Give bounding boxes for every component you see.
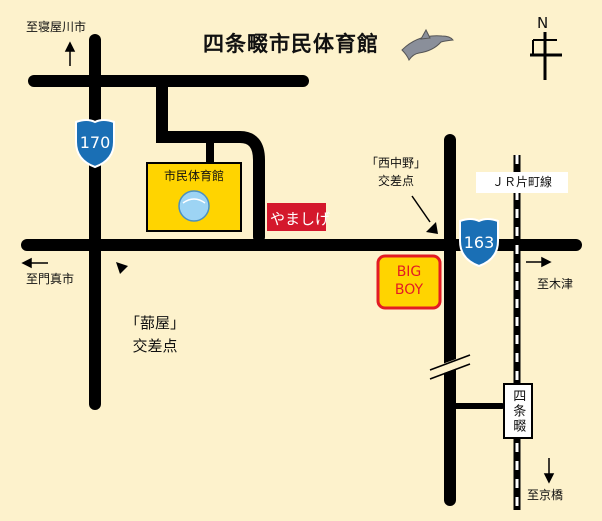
compass-north-label: N bbox=[537, 14, 549, 32]
facility-name: 市民体育館 bbox=[163, 169, 224, 183]
railway-label-box bbox=[476, 172, 568, 193]
heya-intersection-name: 「蔀屋」 bbox=[124, 314, 185, 332]
to-neyagawa-label: 至寝屋川市 bbox=[26, 20, 87, 34]
north-arrow-icon bbox=[530, 32, 562, 80]
station-box bbox=[503, 383, 533, 439]
route-170-number: 170 bbox=[79, 133, 111, 152]
station-name: 四条畷 bbox=[510, 389, 526, 434]
yamashige-shop-sign bbox=[267, 203, 326, 231]
facility-dome-icon bbox=[178, 190, 210, 222]
to-kizu-label: 至木津 bbox=[537, 277, 574, 291]
yamashige-label: やましげ bbox=[270, 210, 331, 228]
nishinakano-intersection-name: 「西中野」 bbox=[365, 156, 426, 170]
nishinakano-intersection-kind: 交差点 bbox=[377, 174, 414, 188]
heya-intersection-kind: 交差点 bbox=[132, 337, 178, 355]
route-163-number: 163 bbox=[463, 233, 495, 252]
route-170-shield-icon bbox=[75, 119, 115, 169]
roads bbox=[21, 34, 582, 506]
road-break-mark bbox=[426, 353, 474, 380]
bigboy-shop-sign bbox=[376, 254, 442, 310]
railway-line-label: ＪＲ片町線 bbox=[491, 175, 552, 189]
direction-arrows bbox=[21, 41, 555, 484]
nishinakano-intersection-pointer-icon bbox=[426, 222, 438, 234]
to-kyobashi-label: 至京橋 bbox=[527, 488, 564, 502]
bigboy-label-line1: BIG bbox=[396, 264, 422, 280]
map-title: 四条畷市民体育館 bbox=[203, 32, 379, 56]
bigboy-label-line2: BOY bbox=[394, 282, 424, 298]
dolphin-icon bbox=[401, 28, 454, 62]
route-163-shield-icon bbox=[459, 218, 499, 268]
heya-intersection-pointer-icon bbox=[116, 262, 128, 274]
road-to-facility bbox=[156, 75, 265, 243]
to-kadoma-label: 至門真市 bbox=[26, 272, 75, 286]
